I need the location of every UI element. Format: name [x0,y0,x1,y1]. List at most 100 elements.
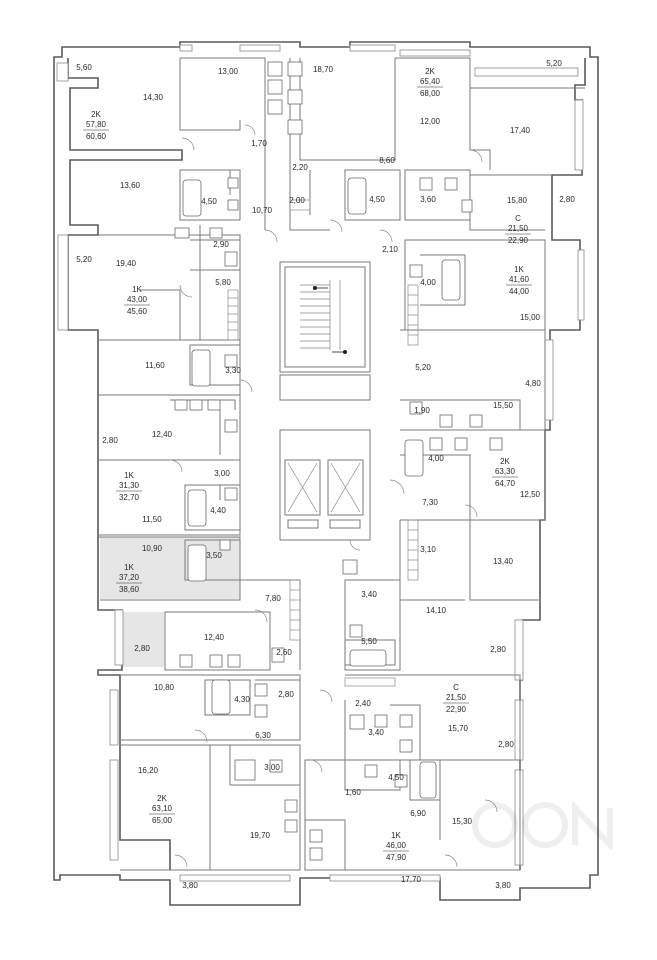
unit-tag: 1K 46,00 47,90 [383,831,409,862]
unit-tag: 2K 63,30 64,70 [492,457,518,488]
apartment-unit-c-22-90[interactable] [470,175,552,240]
room-area-label: 5,50 [361,637,377,646]
door-swings [169,124,498,868]
room-area-label: 17,70 [401,875,422,884]
svg-text:1K: 1K [132,285,142,294]
svg-text:1K: 1K [124,563,134,572]
room-area-label: 2,90 [213,240,229,249]
svg-text:46,00: 46,00 [386,841,407,850]
room-area-label: 4,30 [234,695,250,704]
svg-text:22,90: 22,90 [446,705,467,714]
apartment-unit-c-22-90-lower[interactable] [345,675,520,760]
svg-text:63,30: 63,30 [495,467,516,476]
room-area-label: 3,50 [206,551,222,560]
svg-text:38,60: 38,60 [119,585,140,594]
svg-text:1K: 1K [514,265,524,274]
room-area-label: 2,00 [289,196,305,205]
room-area-label: 2,10 [382,245,398,254]
room-area-label: 5,20 [546,59,562,68]
room-area-label: 13,00 [218,67,239,76]
svg-text:21,50: 21,50 [508,224,529,233]
room-area-label: 7,30 [422,498,438,507]
room-area-label: 2,40 [355,699,371,708]
room-area-label: 2,60 [276,648,292,657]
room-area-label: 14,10 [426,606,447,615]
room-area-label: 4,80 [525,379,541,388]
room-area-label: 3,80 [495,881,511,890]
highlighted-unit-fill [100,537,240,667]
svg-text:65,00: 65,00 [152,816,173,825]
apartment-unit-2k-65-00[interactable] [120,745,300,870]
room-area-label: 3,30 [225,366,241,375]
room-area-label: 1,60 [345,788,361,797]
room-area-label: 4,00 [420,278,436,287]
apartment-unit-2k-64-70[interactable] [400,430,545,520]
room-area-label: 10,90 [142,544,163,553]
svg-text:57,80: 57,80 [86,120,107,129]
room-area-label: 5,60 [76,63,92,72]
svg-text:2K: 2K [157,794,167,803]
room-area-label: 4,50 [388,773,404,782]
room-area-label: 8,60 [379,156,395,165]
room-area-label: 11,50 [142,515,162,524]
svg-text:22,90: 22,90 [508,236,529,245]
room-area-label: 2,80 [490,645,506,654]
room-area-label: 15,70 [448,724,469,733]
room-area-label: 17,40 [510,126,531,135]
svg-text:2K: 2K [500,457,510,466]
room-area-label: 7,80 [265,594,281,603]
room-area-label: 3,60 [420,195,436,204]
room-area-label: 3,40 [368,728,384,737]
room-area-label: 12,50 [520,490,541,499]
apartment-unit-1k-32-70[interactable] [98,460,240,535]
room-area-label: 3,00 [264,763,280,772]
apartment-unit-1k-45-60[interactable] [98,235,240,340]
svg-text:37,20: 37,20 [119,573,140,582]
room-area-label: 12,00 [420,117,441,126]
svg-text:43,00: 43,00 [127,295,148,304]
room-area-label: 1,70 [251,139,267,148]
room-area-label: 2,20 [292,163,308,172]
room-area-label: 2,80 [278,690,294,699]
unit-tag: C 21,50 22,90 [505,214,531,245]
room-area-label: 6,30 [255,731,271,740]
apartment-unit-1k-44-00[interactable] [405,240,580,330]
apartment-unit-2k-68-00[interactable] [395,58,585,170]
room-area-label: 4,40 [210,506,226,515]
room-area-label: 3,40 [361,590,377,599]
watermark-logo [472,800,613,850]
svg-text:68,00: 68,00 [420,89,441,98]
stair-core [279,261,371,541]
room-area-label: 2,80 [134,644,150,653]
room-area-label: 15,50 [493,401,514,410]
room-area-label: 6,90 [410,809,426,818]
unit-tag: 1K 43,00 45,60 [124,285,150,316]
room-area-label: 11,60 [145,361,165,370]
unit-tag: 2K 57,80 60,60 [83,110,109,141]
room-area-label: 15,00 [520,313,541,322]
room-area-label: 5,80 [215,278,231,287]
wardrobes [227,199,419,687]
apartment-unit-2k-60-60[interactable] [70,88,180,150]
svg-text:41,60: 41,60 [509,275,530,284]
unit-tag: 1K 41,60 44,00 [506,265,532,296]
room-area-label: 1,90 [414,406,430,415]
room-area-label: 13,60 [120,181,141,190]
unit-tag: 2K 63,10 65,00 [149,794,175,825]
room-area-label: 4,50 [201,197,217,206]
room-area-label: 18,70 [313,65,334,74]
unit-tag: 1K 31,30 32,70 [116,471,142,502]
room-area-label: 12,40 [152,430,173,439]
apartment-unit-1k-38-60-selected[interactable] [100,537,240,667]
room-area-label: 2,80 [102,436,118,445]
room-area-label: 12,40 [204,633,225,642]
room-area-label: 19,40 [116,259,137,268]
svg-text:1K: 1K [124,471,134,480]
room-area-label: 16,20 [138,766,159,775]
unit-tag: C 21,50 22,90 [443,683,469,714]
facade-windows [56,44,585,882]
room-area-label: 15,80 [507,196,528,205]
unit-tag: 2K 65,40 68,00 [417,67,443,98]
svg-text:65,40: 65,40 [420,77,441,86]
